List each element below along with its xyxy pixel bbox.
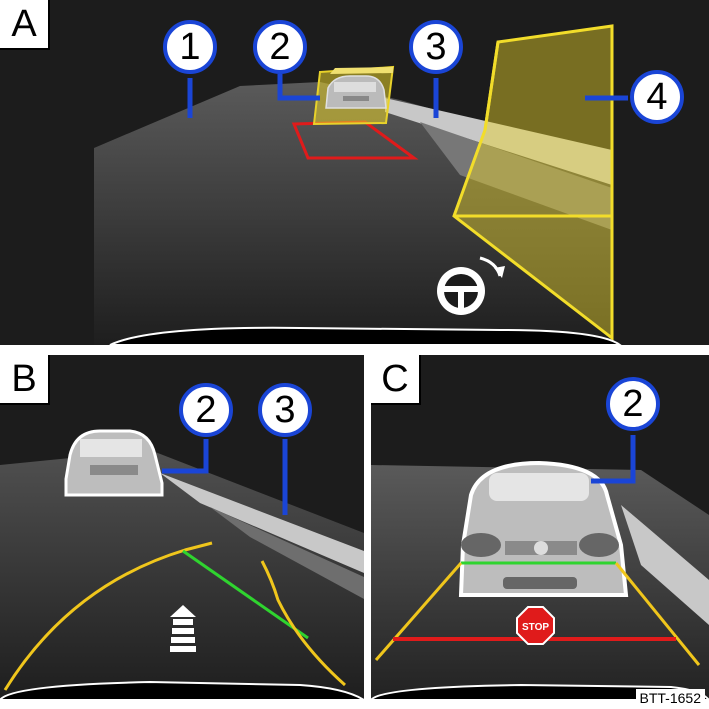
panel-a-scene bbox=[0, 0, 709, 345]
steering-wheel-icon bbox=[437, 256, 505, 315]
dashboard-edge bbox=[0, 680, 364, 700]
side-barrier bbox=[385, 98, 612, 185]
side-assist-zone bbox=[452, 24, 614, 342]
arrow-up-icon bbox=[170, 605, 196, 652]
callout-3: 3 bbox=[409, 20, 463, 74]
callout-2: 2 bbox=[179, 383, 233, 437]
side-barrier bbox=[160, 473, 364, 573]
panel-c: STOP C 2 bbox=[371, 355, 709, 700]
dashboard-edge bbox=[109, 326, 622, 345]
callout-1: 1 bbox=[163, 20, 217, 74]
guide-line-yellow-right bbox=[260, 560, 346, 687]
figure-code: BTT-1652 bbox=[635, 689, 705, 707]
callout-2: 2 bbox=[253, 20, 307, 74]
callout-3: 3 bbox=[258, 383, 312, 437]
guide-line-yellow-left bbox=[3, 541, 213, 691]
panel-label-b: B bbox=[0, 355, 50, 405]
guide-line-green bbox=[182, 549, 309, 640]
callout-4: 4 bbox=[630, 70, 684, 124]
panel-a: A 1 2 3 4 bbox=[0, 0, 709, 345]
stop-sign-text: STOP bbox=[522, 622, 549, 633]
road-surface bbox=[0, 450, 364, 700]
callout-2: 2 bbox=[606, 377, 660, 431]
side-barrier bbox=[621, 505, 709, 625]
vehicle-ahead bbox=[325, 75, 387, 109]
guide-line-yellow-right bbox=[614, 562, 701, 666]
stop-sign-icon: STOP bbox=[516, 606, 555, 645]
guide-line-yellow-left bbox=[374, 562, 463, 661]
panel-label-a: A bbox=[0, 0, 50, 50]
panel-b: B 2 3 bbox=[0, 355, 364, 700]
panel-label-c: C bbox=[371, 355, 421, 405]
vehicle-ahead bbox=[64, 429, 164, 497]
